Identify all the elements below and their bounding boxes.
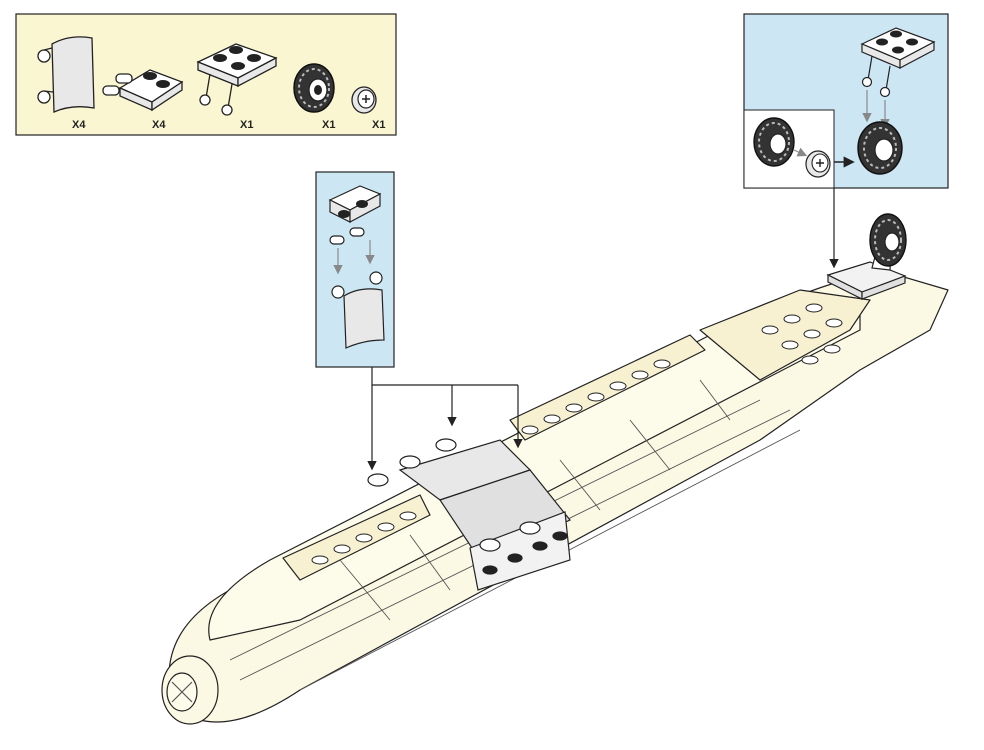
mid-deck-studs bbox=[521, 359, 671, 435]
flag-subassembly-callout bbox=[315, 171, 395, 368]
flag-part bbox=[37, 36, 95, 113]
wheel-subassembly-callout bbox=[743, 13, 949, 189]
plate-2x2-with-clips-part-qty: X1 bbox=[240, 119, 253, 131]
flag-assembly bbox=[367, 438, 571, 591]
flag-callout-connectors bbox=[367, 367, 523, 471]
plate-with-clips-part bbox=[102, 69, 184, 112]
plate-with-clips-part-qty: X4 bbox=[152, 119, 166, 131]
wheel-hub-part bbox=[351, 86, 377, 114]
tire-part bbox=[293, 63, 335, 113]
parts-list-panel: X4 X4 X1 bbox=[15, 13, 397, 136]
wheel-mount bbox=[826, 213, 907, 300]
flag-part-qty: X4 bbox=[72, 119, 86, 131]
tire-part-qty: X1 bbox=[322, 119, 335, 131]
wheel-hub-part-qty: X1 bbox=[372, 119, 385, 131]
hull-model bbox=[161, 269, 949, 725]
rear-deck-studs bbox=[761, 303, 843, 365]
plate-2x2-with-clips-part bbox=[196, 43, 278, 116]
front-deck-studs bbox=[311, 511, 417, 565]
